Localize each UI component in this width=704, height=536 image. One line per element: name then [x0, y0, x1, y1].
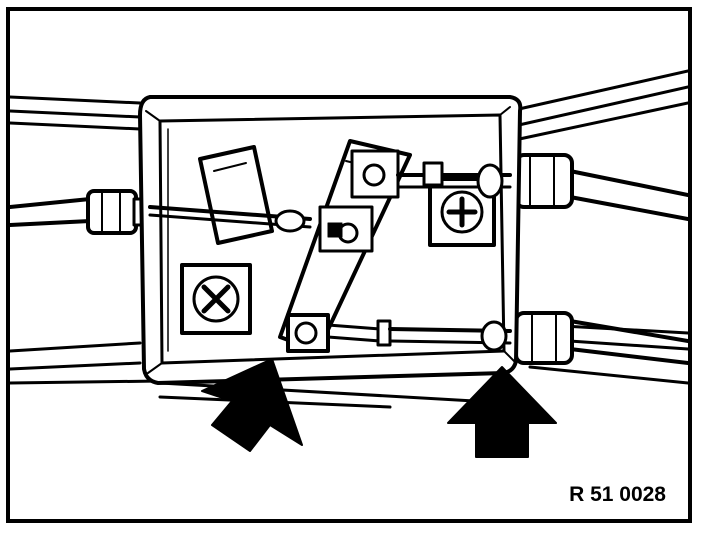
junction-box-illustration [10, 69, 688, 458]
left-cable [10, 189, 152, 235]
upper-right-wire [396, 161, 512, 199]
lower-wire [286, 313, 512, 353]
pointer-arrow-left [201, 358, 303, 452]
pointer-arrow-right [447, 366, 557, 458]
right-upper-cable [514, 153, 688, 221]
left-screw-icon [180, 263, 252, 335]
fuse-strip [278, 139, 412, 353]
right-lower-cable [514, 311, 688, 365]
upper-left-wire [148, 205, 312, 233]
figure-frame: R 51 0028 [6, 7, 692, 523]
figure-reference-code: R 51 0028 [569, 483, 666, 506]
